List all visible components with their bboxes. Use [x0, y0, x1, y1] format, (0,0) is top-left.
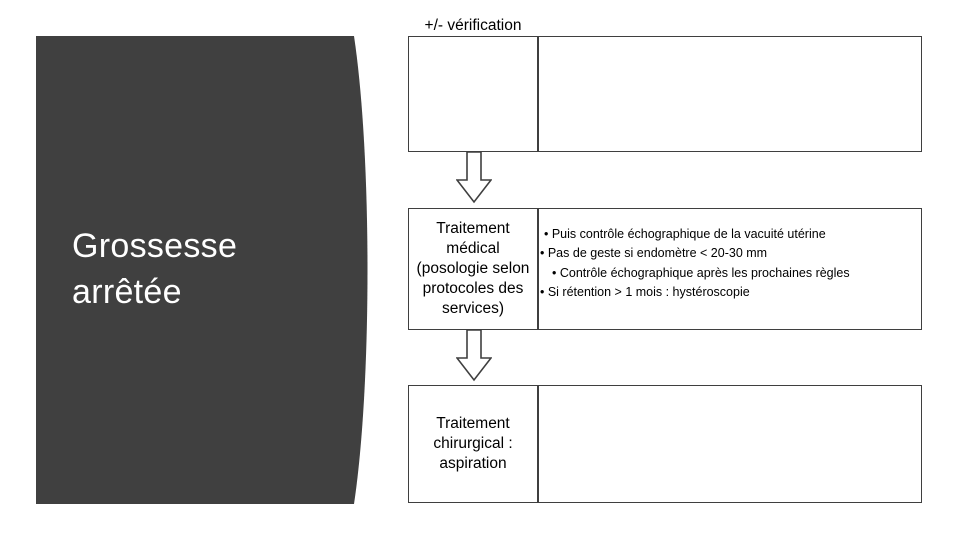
flow-box-bottom-right	[538, 385, 922, 503]
list-item: • Puis contrôle échographique de la vacu…	[544, 227, 826, 241]
middle-notes-list: • Puis contrôle échographique de la vacu…	[540, 225, 920, 303]
banner-title: Grossesse arrêtée	[36, 36, 346, 504]
down-block-arrow-1	[455, 151, 493, 209]
list-item: • Pas de geste si endomètre < 20-30 mm	[540, 246, 768, 261]
list-item: • Contrôle échographique après les proch…	[552, 265, 850, 280]
flow-box-top-left	[408, 36, 538, 152]
down-block-arrow-2	[455, 329, 493, 387]
list-item: • Si rétention > 1 mois : hystéroscopie	[540, 285, 750, 300]
flow-label-middle: Traitement médical (posologie selon prot…	[416, 220, 530, 317]
left-banner	[36, 36, 384, 504]
flow-box-middle-left	[408, 208, 538, 330]
banner-title-line1: Grossesse	[72, 227, 238, 266]
flow-box-middle-right	[538, 208, 922, 330]
banner-title-line2: arrêtée	[72, 273, 182, 311]
flow-label-top: +/- vérification	[424, 17, 522, 34]
flow-box-bottom-left	[408, 385, 538, 503]
banner-shape	[36, 36, 368, 504]
flow-label-bottom: Traitement chirurgical : aspiration	[433, 415, 513, 472]
flow-box-top-right	[538, 36, 922, 152]
